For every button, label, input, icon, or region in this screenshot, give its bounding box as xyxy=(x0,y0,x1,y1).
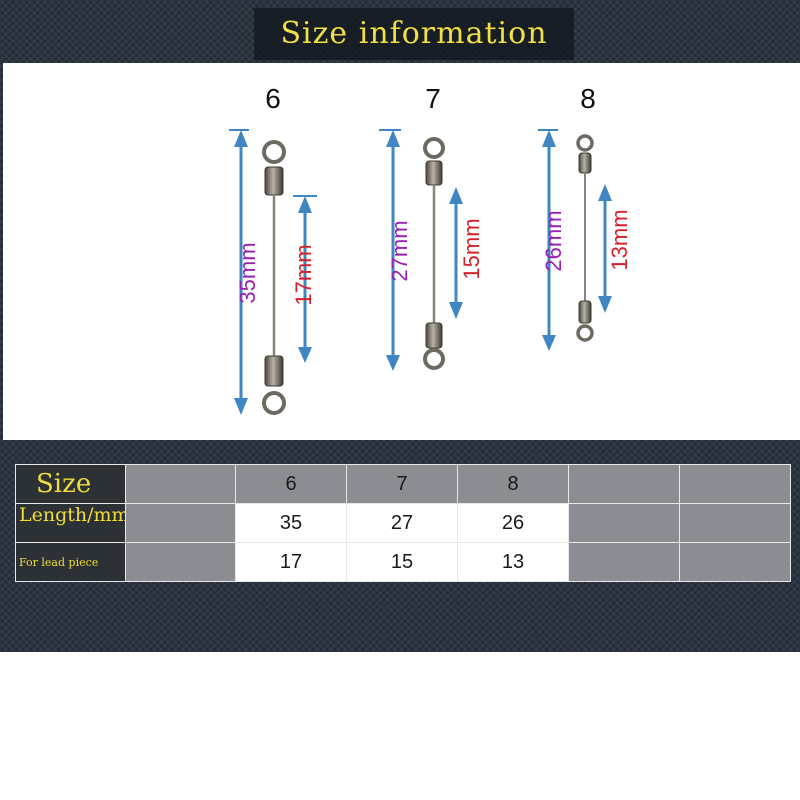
swivel-diagram: 6 35mm 17mm 7 27mm xyxy=(3,63,800,440)
table-cell: 15 xyxy=(346,542,458,582)
row-label-length: Length/mm xyxy=(15,503,126,543)
total-length-6: 35mm xyxy=(235,242,260,303)
lead-length-6: 17mm xyxy=(291,244,316,305)
table-cell-empty xyxy=(568,503,680,543)
table-cell-empty xyxy=(679,542,791,582)
table-cell: 27 xyxy=(346,503,458,543)
size-label-8: 8 xyxy=(580,83,596,114)
size-label-7: 7 xyxy=(425,83,441,114)
swivel-7: 7 27mm 15mm xyxy=(379,83,484,371)
lead-length-8: 13mm xyxy=(607,209,632,270)
table-cell-empty xyxy=(125,464,236,504)
table-cell-empty xyxy=(568,464,680,504)
table-cell: 6 xyxy=(235,464,347,504)
table-cell: 26 xyxy=(457,503,569,543)
table-cell: 7 xyxy=(346,464,458,504)
swivel-diagram-svg: 6 35mm 17mm 7 27mm xyxy=(229,83,632,415)
total-length-8: 26mm xyxy=(541,210,566,271)
row-label-size: Size xyxy=(15,464,126,504)
table-row-size: Size 6 7 8 xyxy=(15,464,791,504)
table-cell: 8 xyxy=(457,464,569,504)
table-cell-empty xyxy=(125,542,236,582)
size-label-6: 6 xyxy=(265,83,281,114)
lead-length-7: 15mm xyxy=(459,218,484,279)
table-cell: 13 xyxy=(457,542,569,582)
table-row-length: Length/mm 35 27 26 xyxy=(15,503,791,543)
table-row-lead: For lead piece 17 15 13 xyxy=(15,542,791,582)
row-label-lead: For lead piece xyxy=(15,542,126,582)
page-title: Size information xyxy=(280,16,548,51)
table-cell-empty xyxy=(125,503,236,543)
table-cell: 35 xyxy=(235,503,347,543)
title-box xyxy=(254,8,574,60)
size-table: Size 6 7 8 Length/mm 35 27 26 For lead p… xyxy=(15,464,791,582)
total-length-7: 27mm xyxy=(387,220,412,281)
table-cell: 17 xyxy=(235,542,347,582)
swivel-6: 6 35mm 17mm xyxy=(229,83,317,415)
table-cell-empty xyxy=(679,464,791,504)
table-cell-empty xyxy=(568,542,680,582)
table-cell-empty xyxy=(679,503,791,543)
swivel-8: 8 26mm 13mm xyxy=(538,83,632,351)
